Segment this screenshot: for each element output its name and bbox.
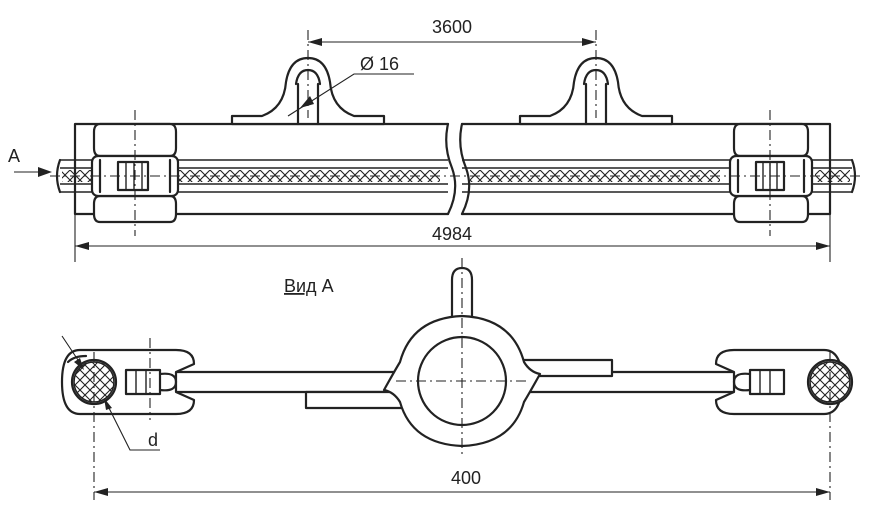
right-end-clamp — [714, 348, 854, 416]
left-end-clamp — [60, 348, 196, 416]
dimension-400-label: 400 — [451, 468, 481, 488]
view-arrow-a: A — [8, 146, 52, 177]
hole-diameter-callout: Ø 16 — [287, 54, 414, 117]
view-a-title-letter: A — [322, 276, 334, 296]
top-center-lines — [50, 30, 862, 236]
spacer-tube — [73, 122, 832, 216]
dimension-3600: 3600 — [308, 17, 596, 46]
arrow-right-icon — [38, 167, 52, 177]
top-view: 3600 Ø 16 4984 A — [8, 17, 862, 262]
dimension-400: 400 — [94, 468, 830, 496]
view-arrow-label: A — [8, 146, 20, 166]
dimension-3600-label: 3600 — [432, 17, 472, 37]
bottom-center-lines — [93, 258, 831, 500]
dimension-4984: 4984 — [74, 214, 831, 262]
dimension-4984-label: 4984 — [432, 224, 472, 244]
hole-diameter-label: Ø 16 — [360, 54, 399, 74]
wire-diameter-callout: d — [61, 335, 160, 451]
right-clamp — [728, 122, 814, 224]
wire-diameter-label: d — [148, 430, 158, 450]
view-a-title-word: Вид — [284, 276, 317, 296]
